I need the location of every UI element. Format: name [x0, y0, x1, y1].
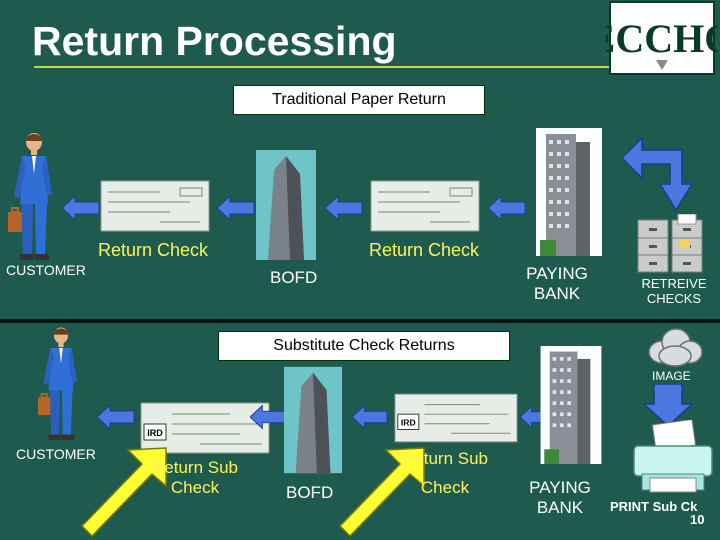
- down-blue-arrow: [642, 384, 694, 428]
- print-sub-ck-label: PRINT Sub Ck: [610, 499, 698, 514]
- retrieve-checks-line1: RETREIVE: [641, 276, 707, 291]
- paying-bank-building-icon-bottom: [538, 346, 604, 464]
- blue-arrow-to-bofd-bottom: [352, 404, 388, 430]
- paying-bank-building-icon-top: [536, 128, 602, 256]
- ird-check-image-right: IRD: [394, 392, 518, 444]
- eccho-logo: ECCHO: [606, 0, 718, 78]
- retrieve-checks-line2: CHECKS: [646, 291, 702, 306]
- check-image-top-left: [100, 180, 210, 232]
- yellow-arrow-left: [78, 446, 170, 540]
- check-image-top-right: [370, 180, 480, 232]
- return-sub-left-line2: Check: [170, 478, 220, 497]
- section-divider: [0, 319, 720, 323]
- yellow-arrow-right: [336, 446, 428, 540]
- return-sub-check-label-right: Return Sub Check: [385, 449, 505, 498]
- printer-icon: [630, 420, 716, 498]
- customer-label-top: CUSTOMER: [6, 262, 86, 278]
- logo-text: ECCHO: [606, 16, 718, 61]
- bofd-label-bottom: BOFD: [286, 483, 334, 502]
- blue-arrow-to-ird-left: [250, 404, 286, 430]
- blue-arrow-to-check-top-left: [217, 195, 255, 221]
- paying-bank-label-top-line1: PAYING: [526, 264, 588, 283]
- bofd-label-top: BOFD: [270, 268, 318, 287]
- blue-arrow-to-customer-bottom: [97, 404, 135, 430]
- file-cabinet-icon: [636, 214, 706, 274]
- slide-title: Return Processing: [32, 18, 397, 64]
- blue-arrow-to-check-top-right: [488, 195, 526, 221]
- page-number: 10: [690, 512, 705, 527]
- blue-arrow-to-bofd-top: [325, 195, 363, 221]
- customer-label-bottom: CUSTOMER: [16, 446, 96, 462]
- bent-blue-arrow-top-right: [620, 128, 720, 212]
- paying-bank-label-top: PAYING BANK: [522, 264, 592, 304]
- ird-check-image-left: IRD: [140, 402, 270, 454]
- return-check-label-left: Return Check: [98, 240, 209, 260]
- svg-text:IRD: IRD: [401, 418, 416, 428]
- paying-bank-label-bottom-line2: BANK: [536, 498, 584, 517]
- customer-person-icon-bottom: [38, 326, 84, 444]
- paying-bank-label-bottom-line1: PAYING: [529, 478, 591, 497]
- svg-text:IRD: IRD: [147, 428, 163, 438]
- substitute-returns-label: Substitute Check Returns: [218, 331, 510, 361]
- blue-arrow-to-customer: [62, 195, 100, 221]
- return-check-label-right: Return Check: [369, 240, 480, 260]
- cloud-icon: [646, 326, 704, 368]
- customer-person-icon: [8, 132, 60, 264]
- traditional-return-label: Traditional Paper Return: [233, 85, 485, 115]
- return-sub-left-line1: Return Sub: [152, 458, 238, 477]
- return-sub-right-line2: Check: [420, 478, 470, 497]
- image-label: IMAGE: [652, 369, 691, 383]
- bofd-building-icon-bottom: [284, 366, 342, 474]
- return-sub-right-line1: Return Sub: [402, 449, 488, 468]
- title-underline: [34, 66, 614, 68]
- retrieve-checks-label: RETREIVE CHECKS: [630, 276, 718, 306]
- return-sub-check-label-left: Return Sub Check: [140, 458, 250, 498]
- paying-bank-label-bottom: PAYING BANK: [522, 478, 598, 518]
- bofd-building-icon-top: [256, 150, 316, 260]
- paying-bank-label-top-line2: BANK: [533, 284, 581, 303]
